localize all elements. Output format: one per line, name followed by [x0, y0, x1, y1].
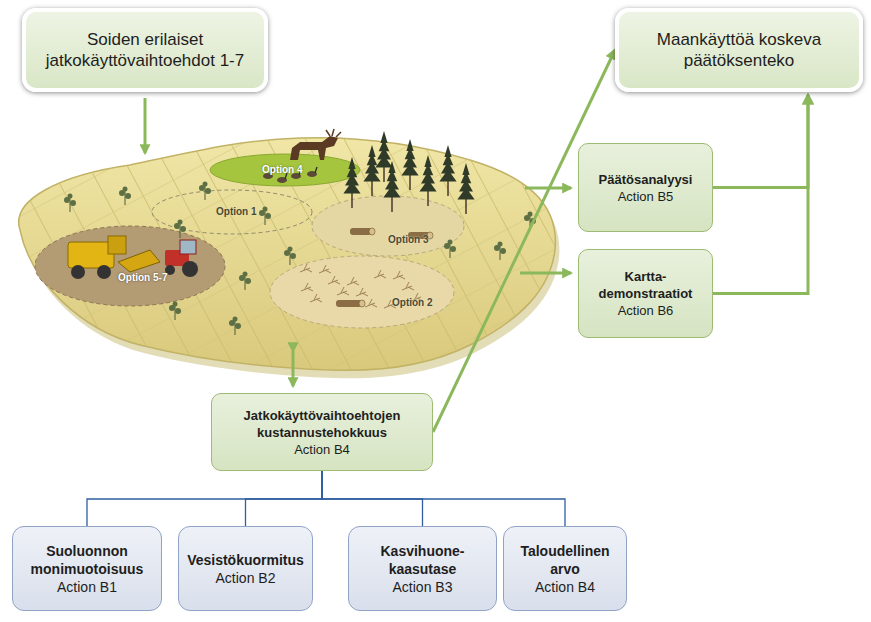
option-area — [270, 256, 454, 328]
node-title: Vesistökuormitus — [187, 551, 304, 569]
tree-connector — [246, 471, 323, 526]
flow-connector — [713, 95, 808, 188]
node-title: Taloudellinen arvo — [512, 542, 618, 578]
option-label: Option 4 — [262, 164, 303, 175]
action-box: Taloudellinen arvoAction B4 — [503, 526, 627, 611]
node-title: Maankäyttöä koskeva päätöksenteko — [629, 29, 849, 71]
action-box: Kasvihuone- kaasutaseAction B3 — [348, 526, 497, 611]
node-title: Jatkokäyttövaihtoehtojen kustannustehokk… — [220, 407, 424, 441]
node-title: Suoluonnon monimuotoisuus — [21, 542, 153, 578]
action-box: VesistökuormitusAction B2 — [178, 526, 313, 611]
option-area — [35, 226, 225, 306]
process-box: PäätösanalyysiAction B5 — [578, 143, 713, 232]
flow-connector — [713, 95, 808, 294]
field-stripes — [0, 120, 580, 390]
option-area — [152, 190, 312, 234]
node-subtitle: Action B4 — [294, 441, 350, 458]
process-box: Kartta- demonstraatiotAction B6 — [578, 249, 713, 338]
option-label: Option 1 — [216, 206, 257, 217]
tree-connector — [322, 471, 565, 526]
decorations — [64, 129, 536, 335]
option-label: Option 3 — [388, 234, 429, 245]
node-title: Kasvihuone- kaasutase — [357, 542, 488, 578]
node-subtitle: Action B6 — [618, 302, 674, 319]
decision-box: Maankäyttöä koskeva päätöksenteko — [615, 8, 863, 92]
flow-arrow — [520, 272, 571, 275]
node-title: Kartta- demonstraatiot — [587, 268, 704, 302]
node-title: Soiden erilaiset jatkokäyttövaihtoehdot … — [36, 29, 254, 71]
node-subtitle: Action B2 — [216, 569, 276, 587]
option-area — [210, 154, 360, 186]
node-subtitle: Action B5 — [618, 188, 674, 205]
option-box: Soiden erilaiset jatkokäyttövaihtoehdot … — [22, 8, 268, 92]
tree-connector — [87, 471, 322, 526]
flow-arrow — [144, 98, 147, 153]
flow-connector — [433, 50, 615, 432]
node-subtitle: Action B4 — [535, 578, 595, 596]
node-subtitle: Action B1 — [57, 578, 117, 596]
flow-arrow — [292, 351, 295, 386]
option-area — [312, 196, 464, 256]
node-subtitle: Action B3 — [393, 578, 453, 596]
action-box: Suoluonnon monimuotoisuusAction B1 — [12, 526, 162, 611]
option-label: Option 5-7 — [118, 272, 167, 283]
node-title: Päätösanalyysi — [599, 171, 693, 188]
process-box: Jatkokäyttövaihtoehtojen kustannustehokk… — [211, 393, 433, 471]
option-label: Option 2 — [392, 297, 433, 308]
